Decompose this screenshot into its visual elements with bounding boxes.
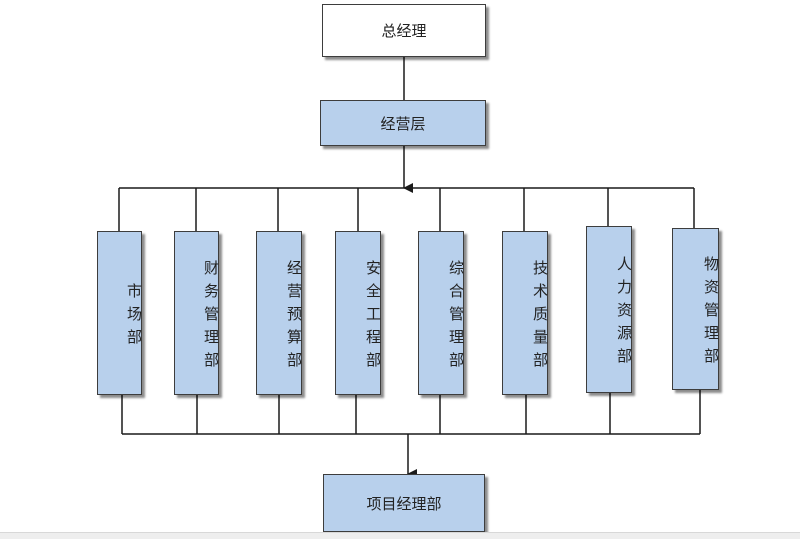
department-label: 安全工程部 bbox=[364, 259, 382, 375]
department-box: 财务管理部 bbox=[174, 231, 220, 395]
department-label: 物资管理部 bbox=[702, 255, 720, 371]
department-label: 财务管理部 bbox=[202, 259, 220, 375]
management-layer-box: 经营层 bbox=[320, 100, 486, 146]
general-manager-box: 总经理 bbox=[322, 4, 486, 57]
department-box: 人力资源部 bbox=[586, 226, 633, 393]
department-box: 市场部 bbox=[97, 231, 143, 395]
project-department-box: 项目经理部 bbox=[323, 474, 485, 532]
department-label: 人力资源部 bbox=[615, 256, 633, 371]
management-layer-label: 经营层 bbox=[380, 114, 426, 133]
department-label: 经营预算部 bbox=[285, 259, 303, 375]
department-label: 综合管理部 bbox=[447, 259, 465, 375]
department-label: 市场部 bbox=[125, 282, 143, 352]
department-box: 技术质量部 bbox=[502, 231, 549, 395]
general-manager-label: 总经理 bbox=[381, 22, 427, 40]
project-department-label: 项目经理部 bbox=[366, 494, 442, 513]
department-box: 经营预算部 bbox=[256, 231, 303, 395]
page-bottom-edge bbox=[0, 532, 800, 539]
department-box: 物资管理部 bbox=[672, 228, 720, 390]
department-box: 安全工程部 bbox=[335, 231, 382, 395]
department-box: 综合管理部 bbox=[418, 231, 465, 395]
department-label: 技术质量部 bbox=[531, 259, 549, 375]
